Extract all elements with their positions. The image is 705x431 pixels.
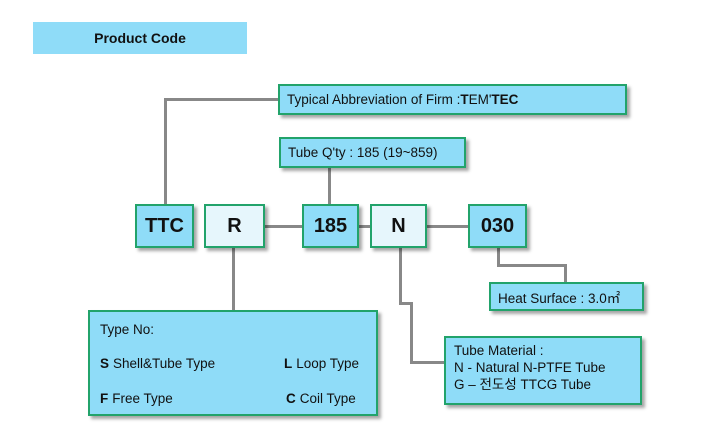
- connector-n-h2: [410, 361, 445, 364]
- connector-185-n: [359, 225, 371, 228]
- type-key-s: S: [100, 356, 110, 371]
- type-key-c: C: [286, 391, 296, 406]
- tube-qty-box: Tube Q'ty : 185 (19~859): [279, 137, 466, 168]
- connector-r-185: [265, 225, 303, 228]
- product-code-title: Product Code: [33, 22, 247, 54]
- type-text-f: Free Type: [112, 391, 173, 406]
- firm-bold-tec: TEC: [491, 92, 519, 107]
- type-key-f: F: [100, 391, 109, 406]
- connector-area-h: [497, 264, 567, 267]
- connector-n-030: [427, 225, 469, 228]
- heat-surface-box: Heat Surface : 3.0㎡: [489, 282, 644, 311]
- connector-firm-h: [164, 98, 279, 101]
- tube-qty-label: Tube Q'ty : 185 (19~859): [288, 145, 438, 160]
- firm-bold-t: T: [460, 92, 469, 107]
- connector-r-v: [232, 248, 235, 311]
- type-key-l: L: [284, 356, 293, 371]
- type-no-title: Type No:: [100, 322, 155, 337]
- connector-n-v1: [399, 248, 402, 304]
- code-ttc: TTC: [135, 204, 194, 248]
- type-text-s: Shell&Tube Type: [113, 356, 216, 371]
- code-area: 030: [468, 204, 527, 248]
- heat-surface-label: Heat Surface : 3.0㎡: [498, 290, 621, 306]
- code-r: R: [204, 204, 265, 248]
- connector-n-h1: [399, 302, 413, 305]
- tube-material-line2: G – 전도성 TTCG Tube: [454, 377, 592, 392]
- type-text-c: Coil Type: [299, 391, 356, 406]
- connector-area-v1: [497, 246, 500, 266]
- tube-material-box: Tube Material : N - Natural N-PTFE Tube …: [444, 336, 642, 405]
- firm-label: Typical Abbreviation of Firm :: [287, 92, 461, 107]
- tube-material-line1: N - Natural N-PTFE Tube: [454, 360, 606, 375]
- code-n: N: [370, 204, 427, 248]
- tube-material-title: Tube Material :: [454, 343, 544, 358]
- connector-qty-v: [328, 168, 331, 204]
- connector-n-v2: [410, 302, 413, 363]
- type-text-l: Loop Type: [296, 356, 360, 371]
- connector-firm-v: [164, 98, 167, 204]
- connector-area-v2: [564, 264, 567, 282]
- code-qty: 185: [302, 204, 359, 248]
- firm-mid: EM': [468, 92, 492, 107]
